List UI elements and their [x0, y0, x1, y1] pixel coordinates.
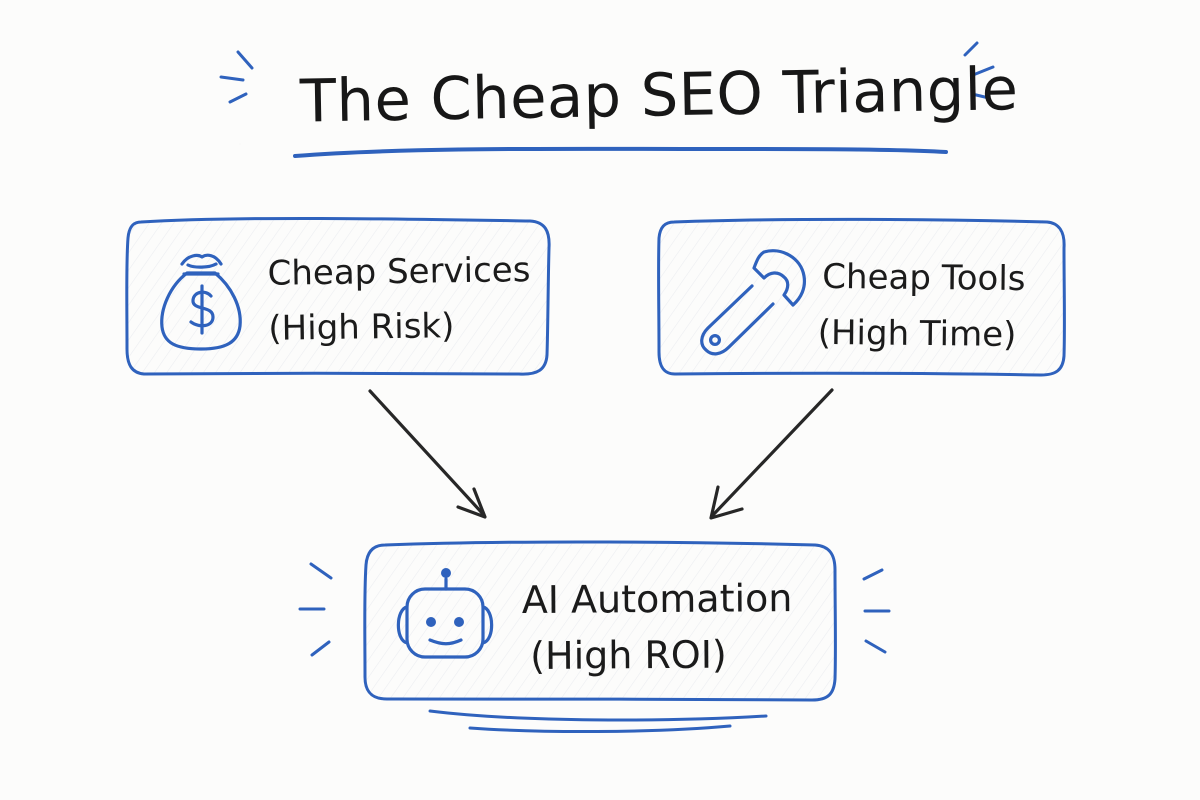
diagram-title: The Cheap SEO Triangle — [299, 54, 1019, 136]
title-decoration — [219, 41, 995, 158]
node-cheap-tools: Cheap Tools (High Time) — [818, 249, 1032, 363]
money-bag-icon — [160, 253, 242, 351]
node-cheap-services-title: Cheap Services — [267, 250, 531, 294]
node-cheap-tools-title: Cheap Tools — [822, 256, 1026, 300]
edge-cheap-tools-to-ai-automation — [711, 388, 834, 517]
title-sparkle-left — [219, 50, 254, 104]
wrench-icon — [700, 249, 807, 356]
node-ai-automation: AI Automation (High ROI) — [522, 570, 808, 684]
node-ai-automation-title: AI Automation — [521, 576, 793, 622]
edge-cheap-tools-arrowhead — [709, 485, 744, 520]
edge-cheap-services-arrowhead — [456, 487, 487, 519]
node-cheap-services-box — [125, 216, 551, 376]
title-underline — [293, 146, 948, 158]
node-ai-automation-subtitle: (High ROI) — [530, 632, 727, 678]
node-cheap-services-subtitle: (High Risk) — [268, 306, 455, 349]
node-cheap-tools-subtitle: (High Time) — [817, 312, 1017, 355]
robot-icon — [396, 568, 494, 659]
edge-cheap-services-to-ai-automation — [368, 389, 485, 516]
node-cheap-services: Cheap Services (High Risk) — [267, 243, 531, 357]
connector-arrows — [368, 388, 834, 520]
title-sparkle-right — [963, 41, 995, 100]
node-ai-automation-box — [363, 540, 837, 702]
ai-emphasis-marks — [298, 562, 891, 734]
